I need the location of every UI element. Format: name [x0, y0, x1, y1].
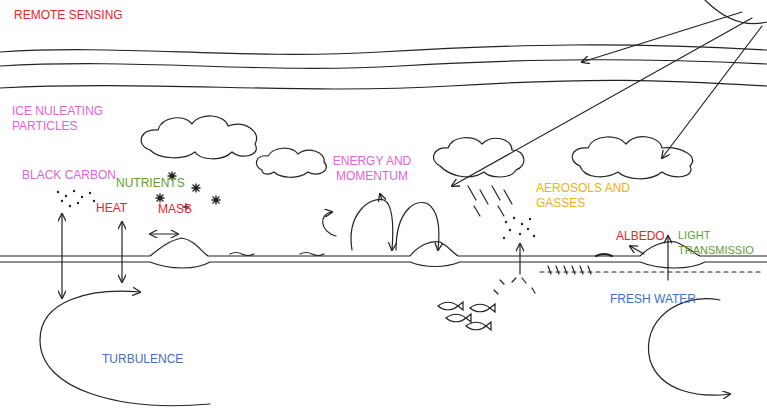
heat-label: HEAT	[96, 201, 136, 216]
aerosol-dots	[513, 217, 515, 219]
black-carbon-dots	[57, 191, 59, 193]
aerosol-dots	[509, 229, 511, 231]
black-carbon-dots	[89, 192, 91, 194]
snowflakes	[212, 196, 220, 204]
flux-arrows	[150, 233, 178, 234]
flux-arrows	[667, 236, 668, 280]
aerosol-dots	[503, 217, 535, 239]
snowflakes	[192, 184, 200, 192]
ocean-eddies	[40, 291, 730, 405]
aerosol-dots	[527, 228, 529, 230]
flux-arrows	[121, 222, 122, 282]
albedo-label: ALBEDO	[616, 229, 666, 244]
fresh-water-layer	[494, 266, 760, 294]
aerosols-label: AEROSOLS AND GASSES	[536, 181, 632, 211]
energy-eddies	[323, 194, 439, 250]
nutrients-label: NUTRIENTS	[116, 176, 206, 191]
remote-sensing-label: REMOTE SENSING	[14, 8, 154, 23]
energy-eddies	[351, 199, 393, 250]
fish	[466, 322, 491, 330]
particles-label: ICE NULEATING PARTICLES	[12, 104, 112, 134]
black-carbon-dots	[69, 205, 71, 207]
fresh-water-label: FRESH WATER	[610, 292, 710, 307]
ocean-eddies	[648, 299, 730, 395]
flux-arrows	[519, 244, 520, 274]
clouds	[434, 138, 524, 177]
energy-label: ENERGY AND MOMENTUM	[324, 154, 420, 184]
black-carbon-dots	[77, 202, 79, 204]
fish	[438, 302, 495, 330]
fish	[438, 302, 463, 310]
fresh-water-layer	[548, 266, 591, 274]
aerosol-dots	[505, 221, 507, 223]
clouds	[256, 148, 326, 177]
ice-surface	[0, 262, 767, 268]
fresh-water-layer	[494, 278, 535, 294]
black-carbon-dots	[57, 190, 95, 207]
ice-surface	[596, 254, 612, 256]
ice-surface	[230, 253, 324, 256]
energy-eddies	[380, 194, 382, 200]
sun-rays	[452, 18, 752, 186]
fish	[446, 314, 471, 322]
aerosol-dots	[533, 235, 535, 237]
black-carbon-dots	[65, 195, 67, 197]
flux-arrows	[61, 214, 62, 298]
aerosol-dots	[529, 218, 531, 220]
aerosol-dots	[521, 223, 523, 225]
energy-eddies	[396, 203, 439, 250]
turbulence-label: TURBULENCE	[102, 352, 212, 367]
flux-arrows	[630, 246, 644, 254]
light-label: LIGHT TRANSMISSIO	[678, 228, 764, 258]
clouds	[572, 137, 693, 179]
ocean-eddies	[40, 291, 210, 405]
fresh-water-layer	[540, 271, 760, 272]
clouds	[141, 116, 693, 179]
sky-layers	[0, 60, 767, 69]
mass-label: MASS	[158, 202, 208, 217]
rain	[468, 186, 512, 216]
sun-rays	[662, 26, 762, 158]
black-carbon-dots	[81, 196, 83, 198]
sun-rays	[452, 12, 762, 186]
aerosol-dots	[519, 233, 521, 235]
sky-layers	[0, 45, 767, 54]
fish	[470, 304, 495, 312]
energy-eddies	[323, 212, 336, 236]
rain	[468, 186, 512, 216]
aerosol-dots	[503, 237, 505, 239]
sky-layers	[0, 80, 767, 89]
clouds	[141, 116, 256, 159]
black-carbon-label: BLACK CARBON	[22, 168, 132, 183]
snowflakes	[156, 194, 164, 202]
flux-arrows	[62, 214, 668, 298]
black-carbon-dots	[93, 200, 95, 202]
sky-layers	[0, 45, 767, 89]
black-carbon-dots	[61, 200, 63, 202]
black-carbon-dots	[73, 190, 75, 192]
